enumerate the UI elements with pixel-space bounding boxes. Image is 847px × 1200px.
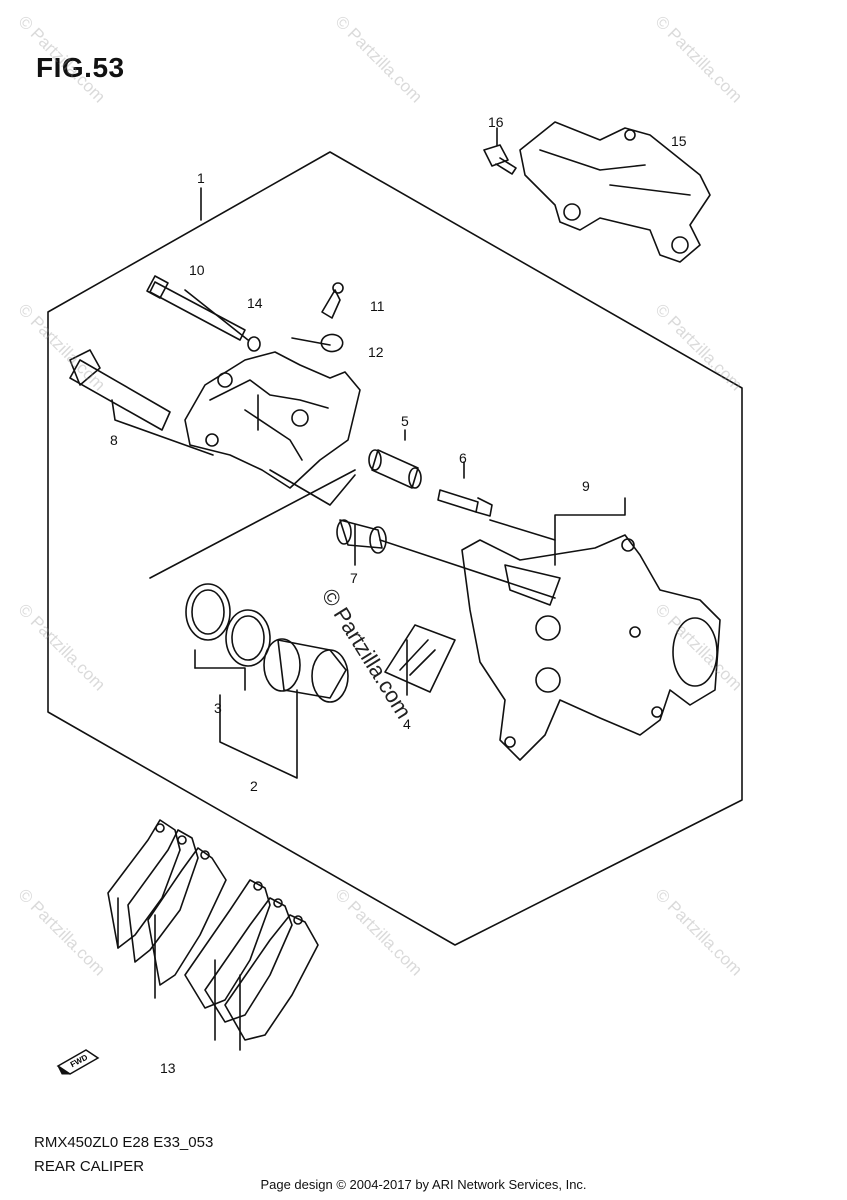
figure-title: FIG.53	[36, 52, 125, 83]
part-3-seal-b	[225, 609, 271, 667]
callout-14: 14	[247, 295, 263, 311]
callout-11: 11	[370, 298, 385, 314]
kit-outline	[47, 151, 743, 946]
fwd-arrow-icon: FWD	[56, 1044, 100, 1083]
callout-3: 3	[214, 700, 222, 716]
part-12-cap	[291, 333, 344, 353]
page-design-credit: Page design © 2004-2017 by ARI Network S…	[260, 1177, 587, 1192]
callout-15: 15	[671, 133, 687, 149]
caliper-body	[184, 351, 361, 489]
part-4-spring	[384, 624, 456, 693]
callout-4: 4	[403, 716, 411, 732]
callout-1: 1	[197, 170, 205, 186]
part-7-boot	[339, 519, 383, 549]
callout-2: 2	[250, 778, 258, 794]
callout-5: 5	[401, 413, 409, 429]
callout-8: 8	[110, 432, 118, 448]
part-11-bleeder	[321, 289, 341, 319]
callout-16: 16	[488, 114, 504, 130]
callout-10: 10	[189, 262, 205, 278]
callout-13: 13	[160, 1060, 176, 1076]
part-2-piston	[277, 639, 347, 699]
part-14-washer	[247, 336, 261, 352]
callout-7: 7	[350, 570, 358, 586]
callout-6: 6	[459, 450, 467, 466]
part-6-pin	[437, 489, 479, 513]
part-3-seal-a	[185, 583, 231, 641]
part-16-bolt	[483, 144, 509, 167]
part-5-sleeve	[371, 449, 419, 489]
part-15-guard	[519, 121, 711, 263]
diagram-caption: REAR CALIPER	[34, 1158, 145, 1175]
part-9-bracket	[461, 534, 721, 761]
part-10-pin	[149, 281, 246, 341]
part-8-bolt	[69, 359, 171, 431]
part-13-pads	[107, 819, 319, 1041]
model-code: RMX450ZL0 E28 E33_053	[34, 1134, 214, 1151]
callout-9: 9	[582, 478, 590, 494]
callout-12: 12	[368, 344, 384, 360]
